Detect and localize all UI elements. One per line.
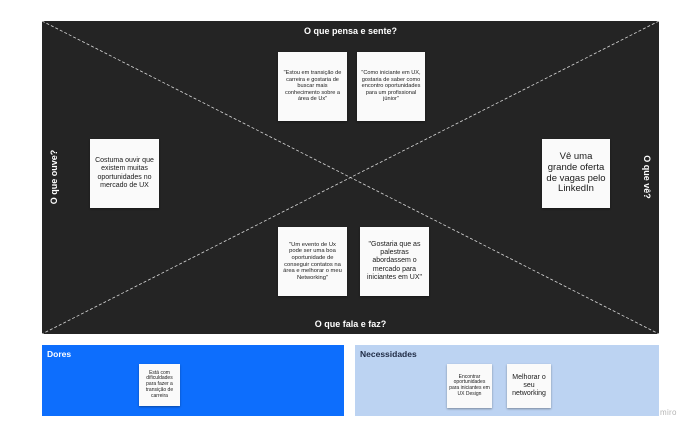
sticky-note-text: Costuma ouvir que existem muitas oportun… [95, 157, 154, 189]
sticky-note-hears-1[interactable]: Costuma ouvir que existem muitas oportun… [90, 139, 159, 208]
sticky-note-sees-1[interactable]: Vê uma grande oferta de vagas pelo Linke… [542, 139, 610, 208]
sticky-note-text: "Gostaria que as palestras abordassem o … [366, 241, 422, 281]
quadrant-label-sees: O que vê? [642, 155, 652, 199]
diagonal-top-right-bottom-left [42, 21, 659, 334]
sticky-note-text: Melhorar o seu networking [512, 373, 546, 398]
sticky-note-text: "Como iniciante em UX, gostaria de saber… [361, 70, 421, 103]
sticky-note-thinks-1[interactable]: "Estou em transição de carreira e gostar… [278, 52, 347, 121]
quadrant-label-hears: O que ouve? [49, 149, 59, 205]
empathy-map-board: O que pensa e sente? O que fala e faz? O… [42, 21, 659, 334]
sticky-note-text: Vê uma grande oferta de vagas pelo Linke… [546, 150, 606, 195]
pains-panel: Dores Está com dificuldades para fazer a… [42, 345, 344, 416]
sticky-note-pain-1[interactable]: Está com dificuldades para fazer a trans… [139, 364, 180, 406]
sticky-note-need-1[interactable]: Encontrar oportunidades para iniciantes … [447, 364, 492, 408]
quadrant-label-thinks-feels: O que pensa e sente? [303, 26, 398, 36]
sticky-note-text: "Estou em transição de carreira e gostar… [283, 70, 342, 103]
sticky-note-text: Está com dificuldades para fazer a trans… [145, 369, 174, 399]
sticky-note-says-2[interactable]: "Gostaria que as palestras abordassem o … [360, 227, 429, 296]
pains-panel-title: Dores [47, 349, 72, 359]
quadrant-label-says-does: O que fala e faz? [314, 319, 387, 329]
needs-panel: Necessidades Encontrar oportunidades par… [355, 345, 659, 416]
sticky-note-need-2[interactable]: Melhorar o seu networking [507, 364, 551, 408]
quadrant-diagonals [42, 21, 659, 334]
sticky-note-text: Encontrar oportunidades para iniciantes … [449, 373, 490, 397]
sticky-note-says-1[interactable]: "Um evento de Ux pode ser uma boa oportu… [278, 227, 347, 296]
miro-logo: miro [660, 408, 677, 417]
needs-panel-title: Necessidades [360, 349, 417, 359]
sticky-note-text: "Um evento de Ux pode ser uma boa oportu… [283, 241, 342, 281]
sticky-note-thinks-2[interactable]: "Como iniciante em UX, gostaria de saber… [357, 52, 425, 121]
